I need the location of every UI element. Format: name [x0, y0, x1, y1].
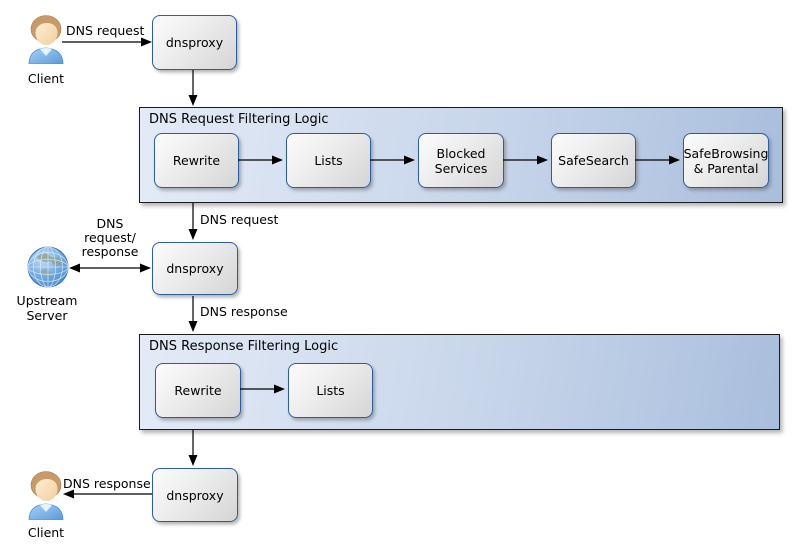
dnsproxy-bottom-node: dnsproxy	[152, 468, 238, 522]
step-lists-request: Lists	[286, 133, 371, 188]
edge-client-to-dnsproxy	[62, 37, 152, 47]
edge-label-upstream-exchange: DNS request/ response	[81, 216, 139, 259]
response-filtering-title: DNS Response Filtering Logic	[149, 339, 339, 354]
client-bottom-label: Client	[27, 525, 65, 540]
dnsproxy-mid-node: dnsproxy	[152, 242, 238, 295]
edge-response-filter-to-dnsproxy	[188, 430, 198, 466]
step-lists-response: Lists	[288, 363, 373, 418]
edge-label-dns-request-top: DNS request	[66, 23, 145, 38]
client-person-icon-bottom	[27, 470, 65, 521]
response-filtering-container: DNS Response Filtering Logic Rewrite Lis…	[139, 334, 780, 430]
client-person-icon	[27, 14, 65, 65]
request-filtering-title: DNS Request Filtering Logic	[149, 112, 329, 127]
step-safebrowsing-parental: SafeBrowsing & Parental	[683, 133, 769, 188]
edge-label-dns-response-bottom: DNS response	[63, 476, 151, 491]
step-blocked-services: Blocked Services	[418, 133, 504, 188]
dnsproxy-top-node: dnsproxy	[152, 15, 237, 70]
step-rewrite-request: Rewrite	[154, 133, 239, 188]
edge-upstream-exchange	[69, 263, 151, 273]
upstream-server-label: Upstream Server	[16, 293, 78, 323]
edge-dnsproxy-to-response-filter	[188, 296, 198, 332]
client-top-label: Client	[27, 71, 65, 86]
step-rewrite-response: Rewrite	[155, 363, 241, 418]
edge-label-dns-response-mid: DNS response	[200, 304, 288, 319]
upstream-server-globe-icon	[27, 245, 69, 290]
edge-dnsproxy-to-request-filter	[188, 70, 198, 106]
step-safesearch: SafeSearch	[551, 133, 636, 188]
edge-request-filter-to-dnsproxy	[188, 203, 198, 240]
edge-label-dns-request-mid: DNS request	[200, 212, 279, 227]
request-filtering-container: DNS Request Filtering Logic Rewrite List…	[139, 107, 783, 203]
